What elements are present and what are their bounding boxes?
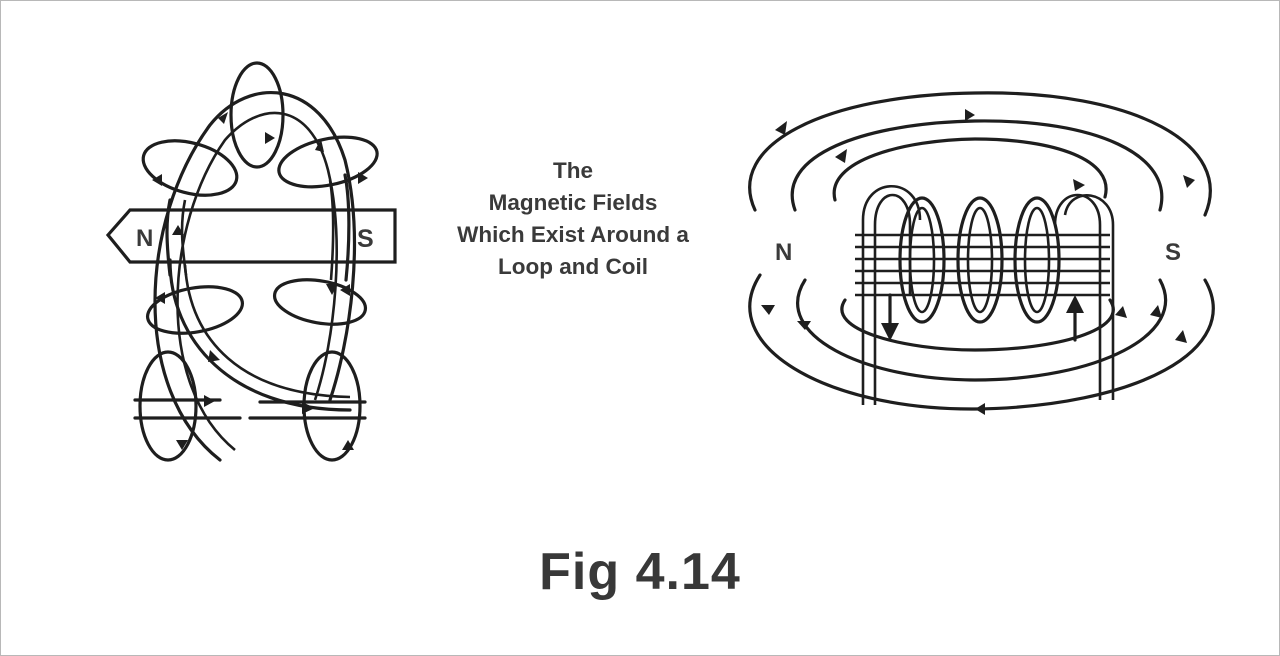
field-line-upper-left — [141, 139, 239, 197]
current-direction-arrows — [881, 293, 1084, 342]
field-line-top-middle — [790, 119, 1164, 212]
field-line-top — [229, 61, 285, 169]
caption-line-4: Loop and Coil — [498, 254, 648, 279]
field-line-upper-right — [277, 135, 379, 189]
internal-field-lines — [855, 233, 1110, 297]
magnet-south-label: S — [357, 225, 374, 253]
field-line-bottom-middle — [796, 278, 1168, 382]
loop-wire-bottom-right — [248, 400, 367, 420]
loop-wire-lower-strand-b — [183, 264, 351, 399]
loop-wire-outer — [153, 91, 357, 462]
diagram-caption: The Magnetic Fields Which Exist Around a… — [418, 155, 728, 283]
field-line-lower-left — [138, 350, 198, 462]
coil-south-label: S — [1165, 239, 1181, 266]
field-line-bottom-inner — [840, 298, 1115, 352]
caption-line-1: The — [552, 158, 593, 183]
field-direction-arrows — [761, 109, 1195, 415]
field-line-mid-right — [272, 278, 368, 326]
caption-line-3: Which Exist Around a — [457, 222, 689, 247]
magnet-north-label: N — [136, 225, 153, 252]
field-line-mid-left — [145, 285, 245, 335]
field-line-top-inner — [832, 137, 1108, 202]
figure-number: Fig 4.14 — [539, 543, 741, 601]
field-line-top-outer — [748, 91, 1212, 217]
loop-field-diagram: N S — [105, 61, 397, 462]
coil-turns — [861, 185, 1115, 405]
coil-north-label: N — [775, 239, 792, 266]
field-line-lower-right — [302, 350, 362, 462]
loop-wire-bottom — [133, 398, 242, 420]
coil-field-diagram: N S — [748, 91, 1215, 415]
current-arrows — [152, 112, 368, 450]
caption-line-2: Magnetic Fields — [488, 190, 658, 215]
bar-magnet — [105, 208, 397, 264]
